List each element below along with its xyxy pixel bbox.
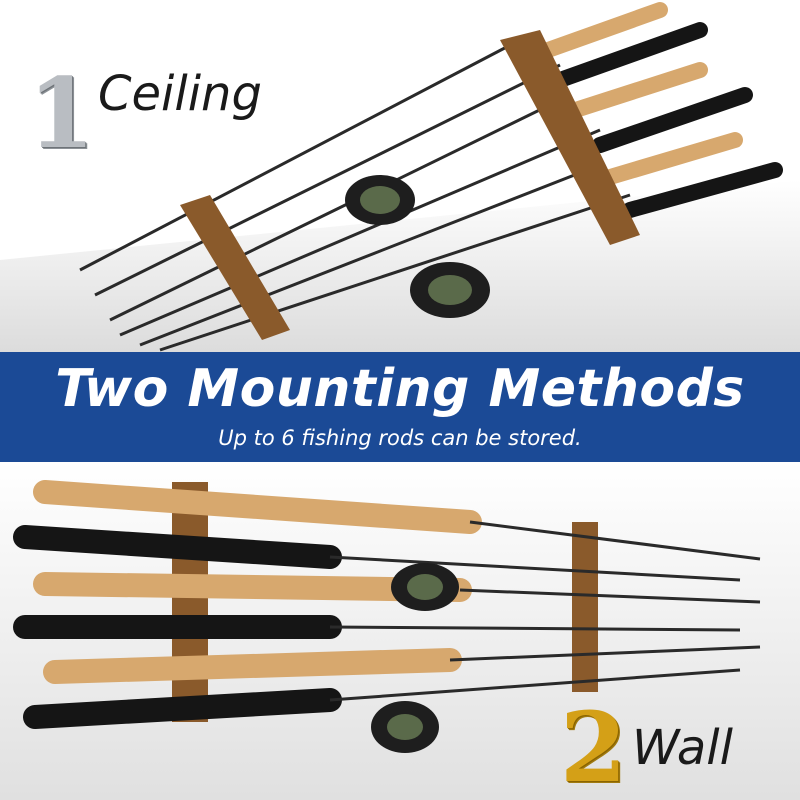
wood-rack (572, 522, 598, 692)
rod (159, 162, 783, 352)
method-number-wall: 2 (560, 691, 627, 800)
rod (94, 22, 708, 297)
banner-subtitle: Up to 6 fishing rods can be stored. (218, 426, 582, 450)
rod (33, 572, 761, 604)
ceiling-mount-scene (0, 2, 800, 352)
rod (13, 525, 741, 582)
spinning-reel (391, 563, 459, 611)
wood-rack (172, 482, 208, 722)
title-banner (0, 352, 800, 462)
method-label-ceiling: Ceiling (98, 66, 262, 122)
spinning-reel (345, 175, 415, 225)
wood-rack (180, 195, 290, 340)
method-number-ceiling: 1 (28, 57, 95, 170)
ceiling-rod-group (79, 2, 783, 352)
rod (109, 62, 708, 322)
rod (119, 87, 753, 337)
rod (139, 132, 743, 347)
rod (43, 645, 761, 684)
method-label-wall: Wall (632, 720, 733, 776)
banner-title: Two Mounting Methods (55, 359, 745, 419)
spinning-reel (371, 701, 439, 753)
wall-mount-scene (0, 462, 800, 800)
rod (23, 668, 741, 729)
rod (33, 480, 761, 561)
wood-rack (500, 30, 640, 245)
wall-rod-group (13, 480, 761, 753)
rod (13, 615, 741, 639)
spinning-reel (410, 262, 490, 318)
